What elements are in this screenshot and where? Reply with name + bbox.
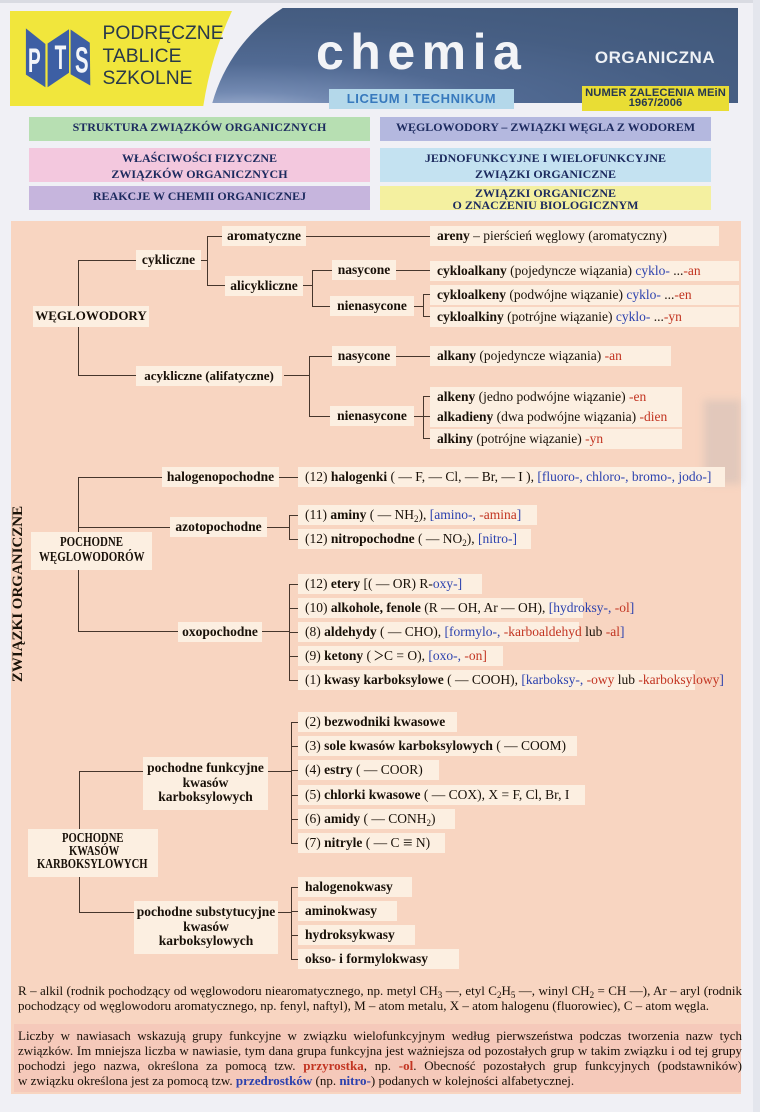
svg-text:T: T bbox=[55, 38, 67, 76]
svg-text:P: P bbox=[28, 41, 41, 79]
svg-text:S: S bbox=[75, 40, 89, 81]
